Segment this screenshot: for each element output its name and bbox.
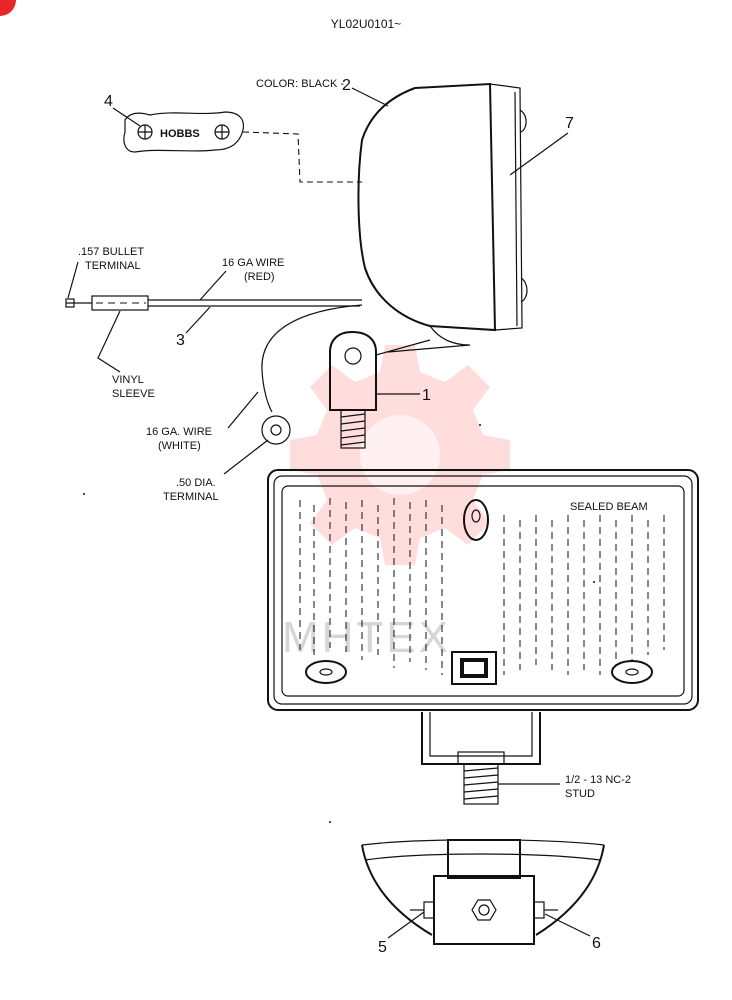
callout-5: 5: [378, 939, 387, 956]
drawing-code: YL02U0101~: [331, 17, 401, 31]
lamp-front-view: SEALED BEAM: [267, 469, 699, 711]
callout-4: 4: [104, 93, 113, 110]
sealed-beam-label: SEALED BEAM: [570, 501, 648, 513]
white-wire-assembly: [261, 304, 363, 445]
color-note: COLOR: BLACK -: [256, 78, 344, 90]
watermark-gear: [290, 345, 510, 565]
hobbs-label-plate: HOBBS: [123, 111, 362, 183]
callout-2: 2: [342, 77, 351, 94]
white-wire-label-1: 16 GA. WIRE: [146, 426, 212, 438]
vinyl-sleeve-label-1: VINYL: [112, 374, 144, 386]
terminal-label-1: .50 DIA.: [176, 477, 216, 489]
stud-label-1: 1/2 - 13 NC-2: [565, 774, 631, 786]
white-wire-label-2: (WHITE): [158, 440, 201, 452]
red-wire-assembly: [65, 295, 362, 311]
red-wire-label-1: 16 GA WIRE: [222, 257, 284, 269]
red-wire-label-2: (RED): [244, 271, 275, 283]
lens-pattern: [299, 498, 665, 675]
bullet-terminal-label-1: .157 BULLET: [78, 246, 144, 258]
stud-label-2: STUD: [565, 788, 595, 800]
corner-badge: [0, 0, 16, 16]
terminal-label-2: TERMINAL: [163, 491, 219, 503]
hobbs-text: HOBBS: [160, 128, 200, 140]
vinyl-sleeve-label-2: SLEEVE: [112, 388, 155, 400]
callout-6: 6: [592, 935, 601, 952]
stud-mount: [421, 712, 541, 805]
lamp-housing: [357, 82, 528, 353]
bullet-terminal-label-2: TERMINAL: [85, 260, 141, 272]
mount-detail-view: [361, 839, 605, 945]
mounting-bracket: [329, 330, 431, 449]
callout-7: 7: [565, 115, 574, 132]
callout-1: 1: [422, 387, 431, 404]
callout-3: 3: [176, 332, 185, 349]
watermark-text: MHTEX: [282, 613, 451, 662]
